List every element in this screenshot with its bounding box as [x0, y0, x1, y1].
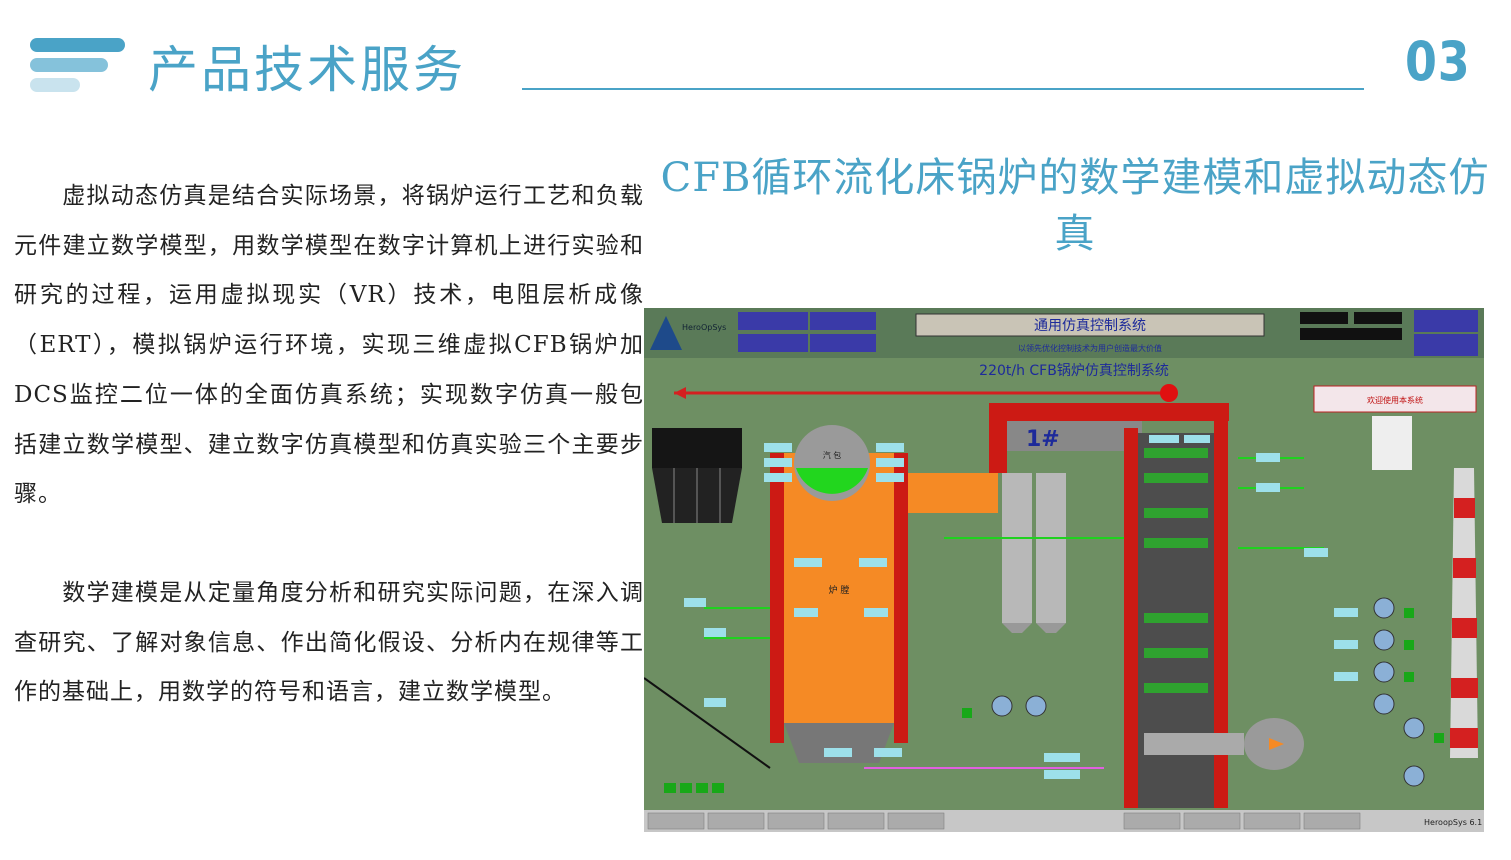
economizer-coils	[1144, 448, 1208, 693]
furnace-wall-left	[770, 453, 784, 743]
drum-water-level	[796, 468, 868, 494]
toolbar-button[interactable]	[810, 334, 876, 352]
status-lights	[664, 608, 1444, 793]
system-subtitle: 以领先优化控制技术为用户创造最大价值	[1018, 343, 1162, 353]
title-divider	[522, 88, 1364, 90]
logo-bars-icon	[30, 38, 130, 98]
page-number: 03	[1405, 30, 1471, 93]
tower-wall-right	[1214, 403, 1228, 808]
air-duct	[1144, 733, 1244, 755]
brick-duct-left	[989, 403, 1007, 473]
unit-label: 1#	[1026, 427, 1060, 452]
furnace-bottom	[784, 723, 894, 763]
brand-name: HeroOpSys	[682, 323, 726, 332]
toolbar-button[interactable]	[810, 312, 876, 330]
version-label: HeroopSys 6.1	[1424, 818, 1482, 827]
help-button[interactable]	[1414, 334, 1478, 356]
flue-duct	[908, 473, 998, 513]
cyclone-separator	[1036, 473, 1066, 623]
valve-indicator	[1160, 384, 1178, 402]
flue-channel	[1007, 421, 1142, 451]
value-readouts	[684, 435, 1358, 779]
toolbar-button[interactable]	[738, 312, 808, 330]
date-display	[1354, 312, 1402, 324]
notice-text: 欢迎使用本系统	[1367, 395, 1423, 405]
figure-heading: CFB循环流化床锅炉的数学建模和虚拟动态仿真	[660, 155, 1490, 257]
toolbar-button[interactable]	[738, 334, 808, 352]
paragraph-simulation: 虚拟动态仿真是结合实际场景，将锅炉运行工艺和负载元件建立数学模型，用数学模型在数…	[14, 172, 644, 520]
status-display	[1300, 328, 1402, 340]
furnace-label: 炉 膛	[829, 584, 850, 596]
arrow-icon	[1269, 738, 1284, 750]
logo-bar	[30, 38, 125, 52]
paragraph-modeling: 数学建模是从定量角度分析和研究实际问题，在深入调查研究、了解对象信息、作出简化假…	[14, 569, 644, 718]
boiler-scada-screenshot: HeroOpSys 通用仿真控制系统 以领先优化控制技术为用户创造最大价值 22…	[644, 308, 1484, 832]
cyclone-separator	[1002, 473, 1032, 623]
system-title-box	[915, 313, 1265, 337]
tower-wall-left	[1124, 428, 1138, 808]
boiler-title: 220t/h CFB锅炉仿真控制系统	[979, 363, 1169, 379]
fan-icons	[991, 597, 1425, 787]
brand-logo-icon	[650, 316, 682, 350]
notice-box	[1313, 385, 1477, 413]
logo-bar	[30, 78, 80, 92]
chimney-stripes	[1450, 498, 1478, 748]
brick-duct-top	[989, 403, 1229, 421]
system-title: 通用仿真控制系统	[1034, 318, 1146, 334]
arrow-icon	[674, 387, 686, 399]
coal-bunker	[652, 428, 742, 468]
drum-label: 汽 包	[823, 450, 842, 460]
status-tabs	[647, 812, 1361, 830]
paragraph-text: 虚拟动态仿真是结合实际场景，将锅炉运行工艺和负载元件建立数学模型，用数学模型在数…	[14, 183, 644, 508]
section-title: 产品技术服务	[148, 41, 466, 99]
logo-bar	[30, 58, 108, 72]
exit-button[interactable]	[1414, 310, 1478, 332]
paragraph-text: 数学建模是从定量角度分析和研究实际问题，在深入调查研究、了解对象信息、作出简化假…	[14, 580, 644, 706]
clock-display	[1300, 312, 1348, 324]
furnace-wall-right	[894, 453, 908, 743]
mascot-image	[1372, 416, 1412, 470]
